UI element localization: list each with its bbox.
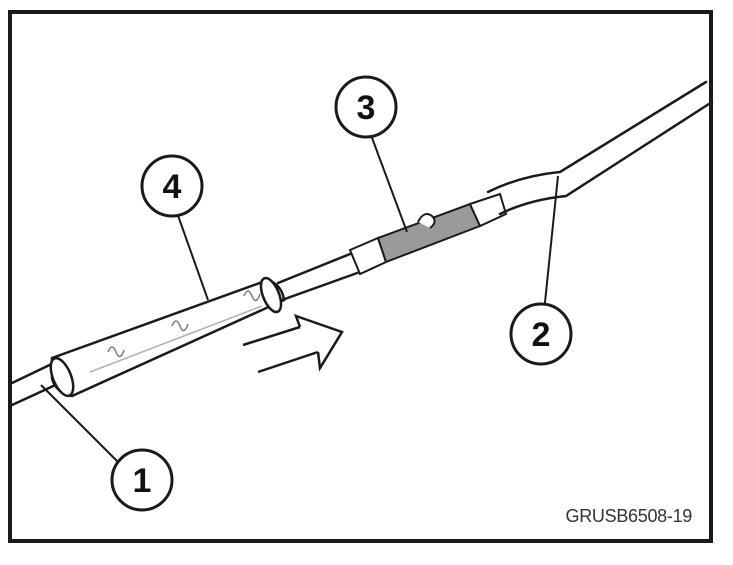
heat-shrink-tube: [49, 276, 286, 398]
splice-connector: [348, 192, 508, 276]
callout-1-label: 1: [133, 462, 152, 500]
callout-2-label: 2: [532, 316, 551, 354]
tube-inner-marks: [89, 290, 263, 373]
callout-4: 4: [140, 154, 204, 218]
callout-2: 2: [509, 302, 573, 366]
wire-middle: [276, 250, 362, 302]
callout-3: 3: [334, 75, 398, 139]
callout-3-label: 3: [357, 89, 376, 127]
callout-4-label: 4: [163, 168, 182, 206]
figure-code: GRUSB6508-19: [566, 506, 693, 526]
callout-1: 1: [110, 448, 174, 512]
wire-right: [486, 80, 714, 216]
direction-arrow: [242, 313, 344, 374]
leader-lines: [40, 126, 559, 467]
